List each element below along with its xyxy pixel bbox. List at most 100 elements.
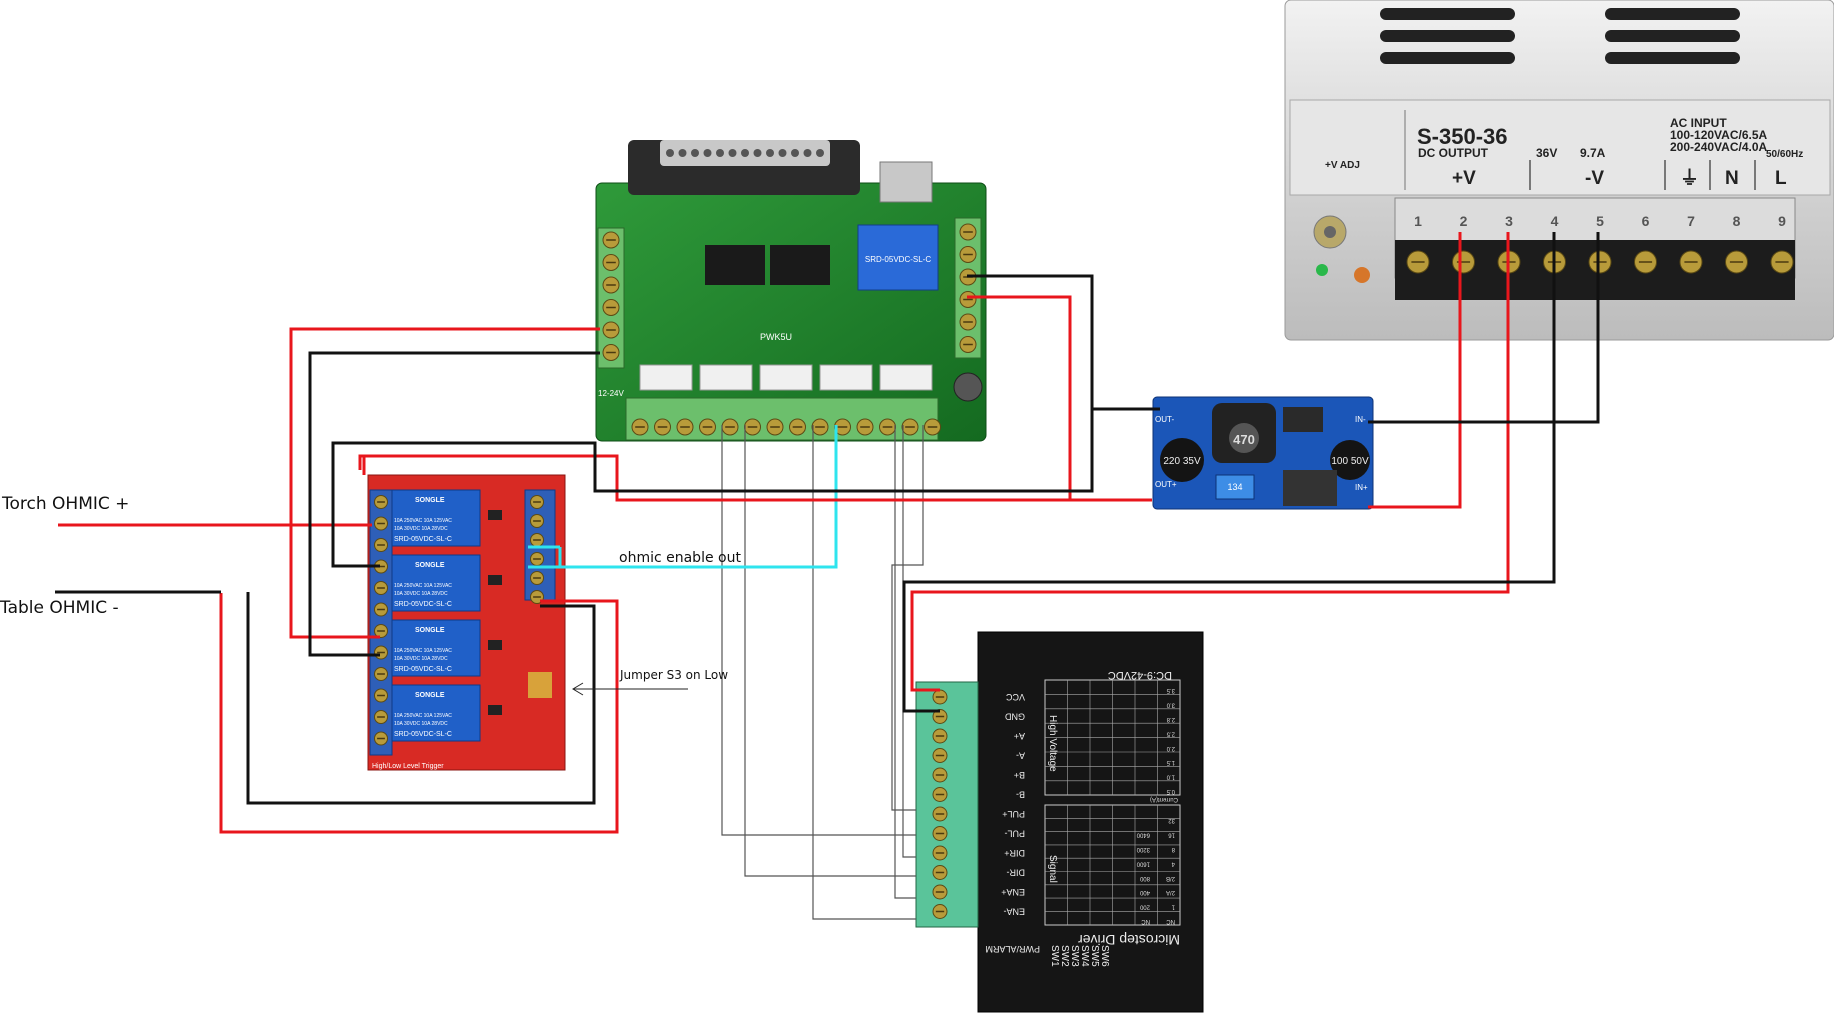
driver-pwr-alarm: PWR/ALARM [985, 944, 1040, 954]
breakout-header[interactable] [699, 364, 753, 391]
driver-switch-label: SW1 [1049, 945, 1060, 967]
wire-red-relay-top [362, 454, 1152, 502]
psu-ac-line2: 200-240VAC/4.0A [1670, 140, 1768, 154]
wire-black-psu-buck [1368, 232, 1600, 424]
driver-current-value: 0.5 [1166, 788, 1175, 794]
usb-connector[interactable] [879, 161, 933, 203]
breakout-header[interactable] [639, 364, 693, 391]
psu-terminal-n: N [1725, 168, 1739, 189]
driver-pin-label: DIR+ [1004, 848, 1025, 858]
breakout-relay [857, 224, 939, 291]
relay-rating-1: 10A 250VAC 10A 125VAC [394, 583, 452, 589]
driver-pin-label: ENA- [1003, 907, 1025, 917]
breakout-header[interactable] [879, 364, 933, 391]
wire-red-psu-buck [1368, 232, 1462, 509]
ohmic-enable-label: ohmic enable out [619, 550, 741, 566]
psu-ground-icon: ⏚ [1680, 167, 1699, 189]
ic-chip-1 [705, 245, 765, 285]
wire-signal-4 [891, 425, 924, 811]
jumper-s3[interactable] [528, 672, 552, 698]
driver-pulse-value: 3200 [1136, 846, 1150, 852]
relay-left-block [369, 489, 393, 756]
wire-ohmic-enable [528, 425, 838, 569]
relay-optocoupler [488, 575, 502, 585]
wire-red-psu-driver [910, 232, 1510, 692]
psu-terminal-l: L [1775, 168, 1787, 189]
driver-pin-label: A+ [1014, 731, 1025, 741]
driver-pulse-value: NC [1141, 918, 1150, 924]
driver-switch-label: SW4 [1079, 945, 1090, 967]
psu-ac-line1: 100-120VAC/6.5A [1670, 128, 1768, 142]
db25-pin [703, 149, 712, 157]
psu-terminal-number: 2 [1460, 213, 1468, 229]
breakout-header[interactable] [819, 364, 873, 391]
db25-pin [778, 149, 787, 157]
db25-pin [803, 149, 812, 157]
driver-current-value: 2.5 [1166, 730, 1175, 736]
relay-rating-2: 10A 30VDC 10A 28VDC [394, 721, 448, 727]
psu-vent-slots [1380, 8, 1740, 64]
wire-signal-3 [812, 425, 916, 920]
db25-pin [678, 149, 687, 157]
driver-pin-label: B- [1016, 790, 1025, 800]
driver-high-voltage: High Voltage [1047, 715, 1058, 772]
buck-pot[interactable] [1215, 474, 1255, 500]
driver-step-value: 1 [1171, 904, 1175, 910]
relay-brand: SONGLE [415, 692, 445, 699]
jumper-arrow [572, 682, 688, 696]
driver-step-value: 32 [1168, 817, 1175, 823]
driver-pulse-value: 800 [1139, 875, 1150, 881]
psu-ac-input-label: AC INPUT [1670, 116, 1727, 130]
db25-pin [816, 149, 824, 157]
psu-led [1316, 264, 1328, 276]
driver-step-value: 4 [1171, 860, 1175, 866]
buck-cap-1 [1160, 438, 1204, 482]
driver-switch-label: SW5 [1089, 945, 1100, 967]
wire-black-relay-top [331, 274, 1094, 568]
driver-current-value: 2.8 [1166, 716, 1175, 722]
driver-step-value: NC [1166, 918, 1175, 924]
breakout-board: SRD-05VDC-SL-C PWK5U 12-24V [595, 140, 987, 442]
psu-current: 9.7A [1580, 146, 1606, 160]
db25-pin [753, 149, 762, 157]
buck-in-plus: IN+ [1355, 483, 1368, 492]
wire-signal-6 [902, 425, 916, 858]
jumper-note-label: Jumper S3 on Low [620, 668, 729, 682]
driver-pin-label: GND [1005, 712, 1026, 722]
breakout-relay-text: SRD-05VDC-SL-C [865, 255, 931, 264]
relay-optocoupler [488, 640, 502, 650]
wire-black-breakout-relay [308, 351, 600, 657]
buck-in-minus: IN- [1355, 415, 1366, 424]
relay-module [389, 684, 481, 742]
breakout-header[interactable] [759, 364, 813, 391]
driver-pulse-value: 6400 [1136, 832, 1150, 838]
driver-pulse-value: 400 [1139, 889, 1150, 895]
driver-pin-label: PUL+ [1002, 809, 1025, 819]
psu-terminal-number: 7 [1687, 213, 1695, 229]
relay-brand: SONGLE [415, 497, 445, 504]
relay-module [389, 489, 481, 547]
relay-board: SONGLE 10A 250VAC 10A 125VAC 10A 30VDC 10A… [367, 474, 566, 771]
buck-out-plus: OUT+ [1155, 480, 1177, 489]
driver-step-value: 2/A [1166, 889, 1175, 895]
wire-red-breakout-right [967, 295, 1072, 500]
table-ohmic-label: Table OHMIC - [0, 598, 119, 618]
wire-signal-5 [894, 425, 916, 899]
relay-model-text: SRD-05VDC-SL-C [394, 601, 452, 608]
psu-terminal-number: 8 [1733, 213, 1741, 229]
driver-pin-label: PUL- [1004, 829, 1025, 839]
psu-pot-knob [1354, 267, 1370, 283]
wire-black-relay-bottom [246, 592, 596, 805]
driver-title: Microstep Driver [1078, 932, 1180, 948]
db25-pin [728, 149, 737, 157]
psu-voltage: 36V [1536, 146, 1557, 160]
driver-pulse-value: 1600 [1136, 860, 1150, 866]
buck-cap-2 [1330, 440, 1370, 480]
db25-pin [666, 149, 674, 157]
psu-terminal-minus: -V [1585, 168, 1604, 189]
driver-current-header: Current(A) [1150, 796, 1178, 802]
relay-rating-2: 10A 30VDC 10A 28VDC [394, 656, 448, 662]
relay-model-text: SRD-05VDC-SL-C [394, 731, 452, 738]
